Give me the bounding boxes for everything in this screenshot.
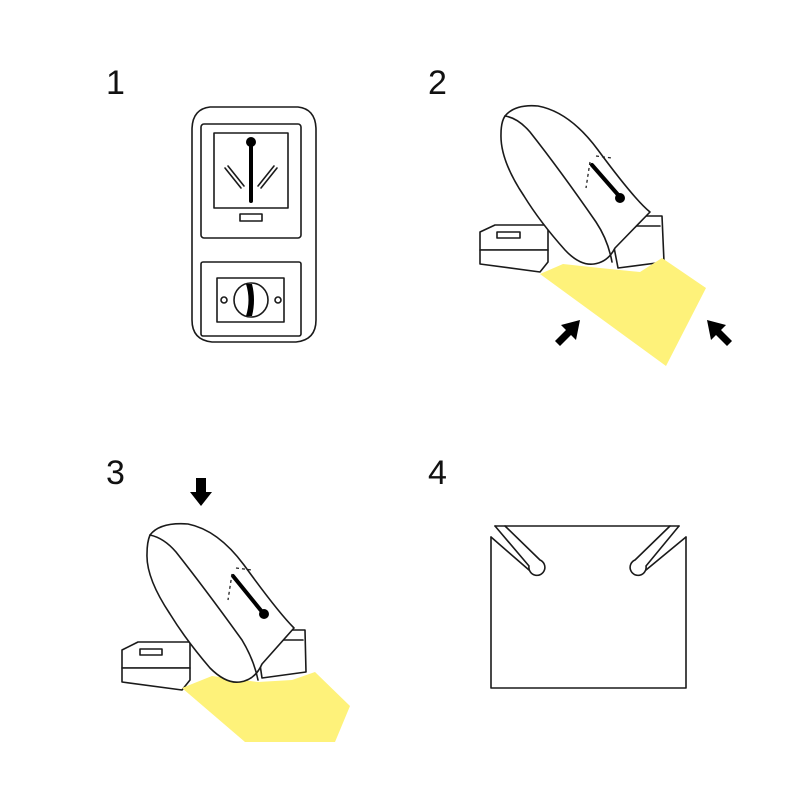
needle-icon [231, 574, 265, 615]
step-4-number: 4 [428, 454, 447, 492]
step-1-number: 1 [106, 64, 125, 102]
step-3-punch-press [121, 478, 350, 742]
step-1-punch-top-view [191, 106, 317, 343]
step-2-number: 2 [428, 64, 447, 102]
push-arrow-right-icon [707, 320, 732, 346]
needle-icon [590, 163, 622, 199]
step-4-punched-paper [490, 525, 687, 689]
needle-pivot-icon [246, 137, 256, 147]
step-3-number: 3 [106, 454, 125, 492]
push-arrow-left-icon [555, 320, 580, 346]
paper-sheet [540, 258, 706, 366]
press-down-arrow-icon [190, 478, 212, 506]
paper-sheet [182, 672, 350, 742]
step-2-punch-open [479, 104, 732, 366]
